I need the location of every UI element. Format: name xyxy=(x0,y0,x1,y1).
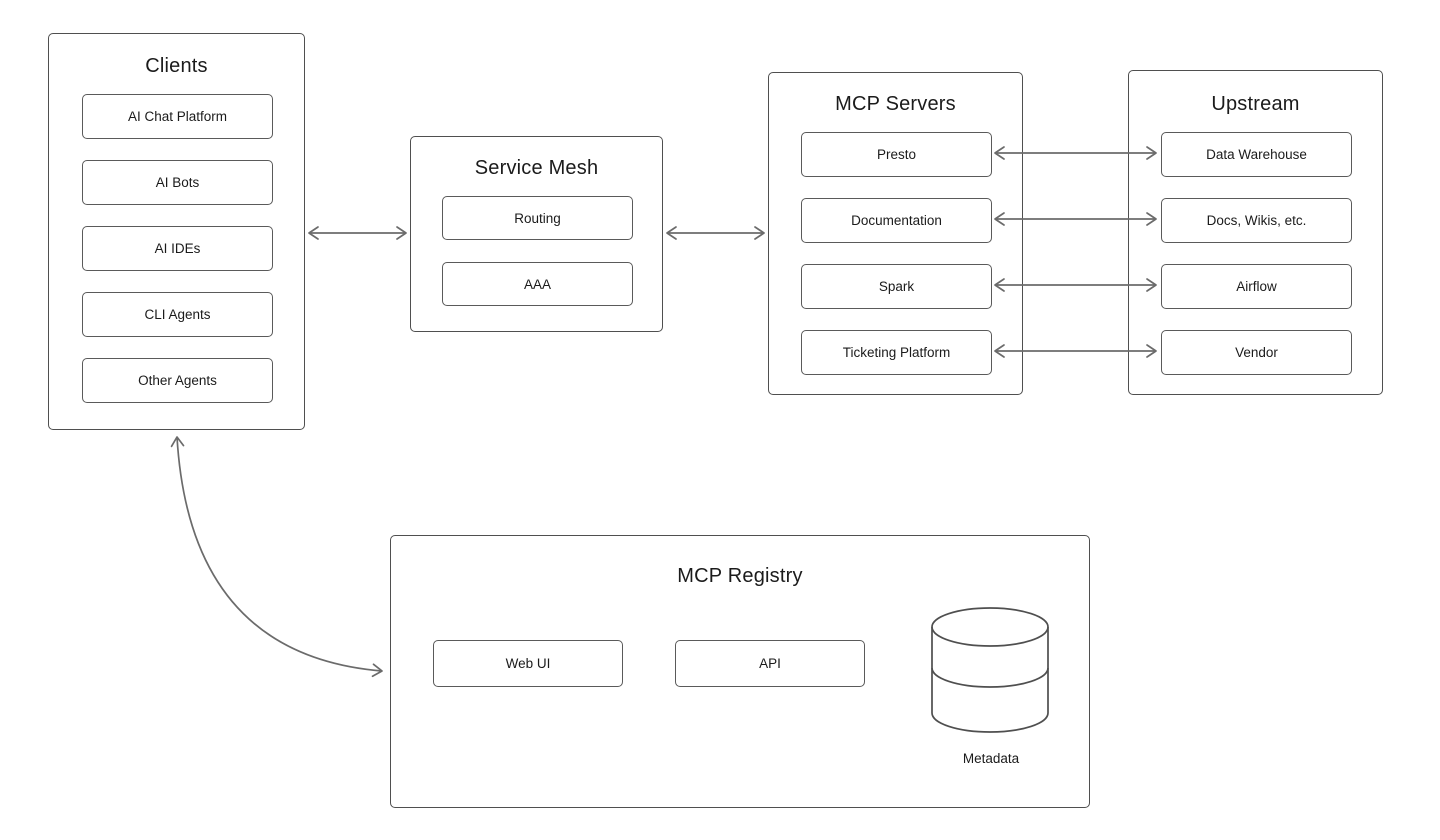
node-ai-chat-platform: AI Chat Platform xyxy=(82,94,273,139)
node-vendor: Vendor xyxy=(1161,330,1352,375)
node-ai-bots: AI Bots xyxy=(82,160,273,205)
node-airflow: Airflow xyxy=(1161,264,1352,309)
metadata-label: Metadata xyxy=(962,751,1020,766)
node-spark: Spark xyxy=(801,264,992,309)
upstream-group-title: Upstream xyxy=(1211,93,1300,115)
clients-group: Clients AI Chat Platform AI Bots AI IDEs… xyxy=(48,33,305,430)
node-documentation: Documentation xyxy=(801,198,992,243)
node-ticketing-platform: Ticketing Platform xyxy=(801,330,992,375)
node-cli-agents: CLI Agents xyxy=(82,292,273,337)
node-other-agents: Other Agents xyxy=(82,358,273,403)
node-web-ui: Web UI xyxy=(433,640,623,687)
mcp-registry-group-title: MCP Registry xyxy=(677,565,803,587)
node-routing: Routing xyxy=(442,196,633,240)
service-mesh-group: Service Mesh Routing AAA xyxy=(410,136,663,332)
upstream-group: Upstream Data Warehouse Docs, Wikis, etc… xyxy=(1128,70,1383,395)
mcp-servers-group: MCP Servers Presto Documentation Spark T… xyxy=(768,72,1023,395)
node-ai-ides: AI IDEs xyxy=(82,226,273,271)
service-mesh-group-title: Service Mesh xyxy=(474,157,599,179)
node-data-warehouse: Data Warehouse xyxy=(1161,132,1352,177)
clients-group-title: Clients xyxy=(145,55,208,77)
mcp-servers-group-title: MCP Servers xyxy=(835,93,956,115)
node-aaa: AAA xyxy=(442,262,633,306)
mcp-registry-group: MCP Registry Web UI API Metadata xyxy=(390,535,1090,808)
node-api: API xyxy=(675,640,865,687)
arrow-clients-mcp-registry xyxy=(170,436,383,678)
node-presto: Presto xyxy=(801,132,992,177)
node-docs-wikis-etc: Docs, Wikis, etc. xyxy=(1161,198,1352,243)
